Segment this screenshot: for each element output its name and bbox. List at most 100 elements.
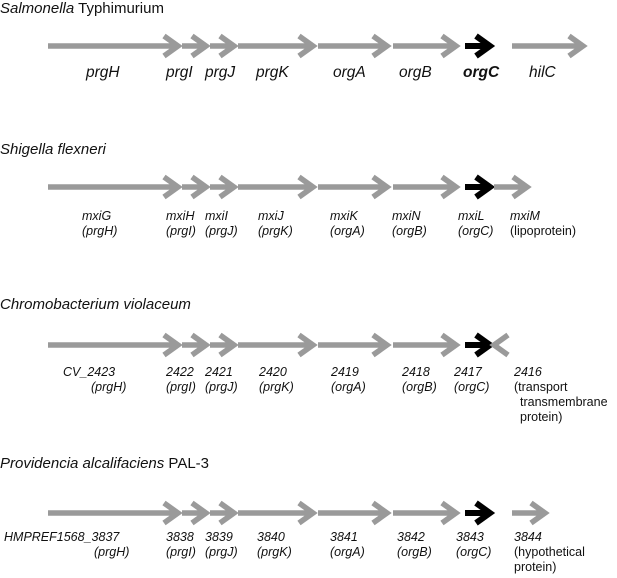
gene-label-line: (prgH) — [94, 545, 130, 559]
gene-label-line: prgK — [256, 64, 289, 81]
gene-label-line: 2416 — [514, 365, 542, 379]
gene-label-line: (prgK) — [258, 224, 293, 238]
gene-arrow-orgA — [318, 33, 392, 59]
gene-label-3839: 3839(prgJ) — [205, 530, 238, 560]
gene-arrow-mxiK — [318, 174, 392, 200]
gene-label-line: 3842 — [397, 530, 425, 544]
gene-label-line: 2422 — [166, 365, 194, 379]
gene-label-3843: 3843(orgC) — [456, 530, 491, 560]
gene-label-line: (prgJ) — [205, 224, 238, 238]
gene-label-line: 3841 — [330, 530, 358, 544]
gene-arrow-3842 — [393, 500, 461, 526]
gene-arrow-hilC — [512, 33, 588, 59]
gene-label-line: prgI — [166, 64, 193, 81]
panel-title-species: Salmonella — [0, 0, 75, 17]
gene-arrow-HMPREF1568_3837 — [48, 500, 183, 526]
gene-label-2422: 2422(prgI) — [166, 365, 196, 395]
gene-label-2421: 2421(prgJ) — [205, 365, 238, 395]
gene-label-line: (orgA) — [330, 224, 365, 238]
gene-label-line: (prgI) — [166, 224, 196, 238]
gene-arrow-2417 — [465, 332, 496, 358]
panel-title-3: Chromobacterium violaceum — [0, 296, 191, 313]
gene-label-3840: 3840(prgK) — [257, 530, 292, 560]
gene-arrow-mxiM — [494, 174, 532, 200]
gene-label-line: (prgK) — [259, 380, 294, 394]
gene-label-line: mxiJ — [258, 209, 284, 223]
gene-label-line: prgH — [86, 64, 120, 81]
gene-label-2420: 2420(prgK) — [259, 365, 294, 395]
gene-label-line: 2419 — [331, 365, 359, 379]
gene-label-prgJ: prgJ — [205, 64, 236, 81]
gene-label-orgA: orgA — [333, 64, 366, 81]
gene-label-line: (prgI) — [166, 545, 196, 559]
gene-label-mxiH: mxiH(prgI) — [166, 209, 196, 239]
gene-label-line: prgJ — [205, 64, 236, 81]
gene-label-2417: 2417(orgC) — [454, 365, 489, 395]
gene-label-3838: 3838(prgI) — [166, 530, 196, 560]
gene-label-mxiM: mxiM(lipoprotein) — [510, 209, 576, 239]
gene-label-line: (orgA) — [330, 545, 365, 559]
gene-label-line: transmembrane — [520, 395, 608, 409]
gene-arrow-prgH — [48, 33, 183, 59]
gene-label-line: mxiM — [510, 209, 540, 223]
gene-label-line: protein) — [514, 560, 557, 574]
gene-arrow-3841 — [318, 500, 392, 526]
gene-label-line: 3840 — [257, 530, 285, 544]
gene-label-prgH: prgH — [86, 64, 120, 81]
gene-label-line: (orgB) — [392, 224, 427, 238]
gene-label-line: (hypothetical — [514, 545, 585, 559]
gene-label-line: (prgK) — [257, 545, 292, 559]
gene-label-line: 2417 — [454, 365, 482, 379]
gene-arrow-orgB — [393, 33, 461, 59]
gene-label-line: 2420 — [259, 365, 287, 379]
gene-label-line: orgC — [463, 64, 500, 81]
gene-arrow-3843 — [465, 500, 496, 526]
gene-arrow-CV_2423 — [48, 332, 183, 358]
gene-label-2419: 2419(orgA) — [331, 365, 366, 395]
gene-label-mxiK: mxiK(orgA) — [330, 209, 365, 239]
gene-label-line: (orgC) — [458, 224, 494, 238]
panel-title-species: Providencia alcalifaciens — [0, 455, 165, 472]
gene-label-prgK: prgK — [256, 64, 289, 81]
gene-label-line: 2418 — [402, 365, 430, 379]
gene-label-line: (orgA) — [331, 380, 366, 394]
gene-label-line: 3839 — [205, 530, 233, 544]
gene-label-2418: 2418(orgB) — [402, 365, 437, 395]
panel-title-species: Chromobacterium violaceum — [0, 296, 191, 313]
gene-arrow-3844 — [512, 500, 550, 526]
gene-arrow-3838 — [182, 500, 211, 526]
gene-arrow-2421 — [210, 332, 239, 358]
panel-title-1: Salmonella Typhimurium — [0, 0, 164, 17]
gene-label-orgC: orgC — [463, 64, 500, 81]
gene-label-line: mxiG — [82, 209, 112, 223]
gene-arrow-2422 — [182, 332, 211, 358]
gene-arrow-mxiJ — [238, 174, 318, 200]
gene-label-CV_2423: CV_2423(prgH) — [63, 365, 126, 395]
gene-label-HMPREF1568_3837: HMPREF1568_3837(prgH) — [4, 530, 129, 560]
gene-label-3841: 3841(orgA) — [330, 530, 365, 560]
gene-label-line: mxiH — [166, 209, 195, 223]
gene-label-mxiI: mxiI(prgJ) — [205, 209, 238, 239]
gene-label-prgI: prgI — [166, 64, 193, 81]
gene-label-line: mxiN — [392, 209, 421, 223]
gene-label-orgB: orgB — [399, 64, 432, 81]
gene-arrow-prgI — [182, 33, 211, 59]
gene-label-line: HMPREF1568_3837 — [4, 530, 120, 544]
panel-title-strain: Typhimurium — [74, 0, 164, 17]
gene-arrow-mxiG — [48, 174, 183, 200]
gene-arrow-orgC — [465, 33, 496, 59]
gene-arrow-mxiN — [393, 174, 461, 200]
gene-label-line: orgB — [399, 64, 432, 81]
gene-label-mxiJ: mxiJ(prgK) — [258, 209, 293, 239]
panel-title-2: Shigella flexneri — [0, 141, 106, 158]
gene-label-line: orgA — [333, 64, 366, 81]
gene-label-line: (prgI) — [166, 380, 196, 394]
gene-label-line: (lipoprotein) — [510, 224, 577, 238]
gene-arrow-prgJ — [210, 33, 239, 59]
gene-label-line: (orgC) — [456, 545, 492, 559]
gene-label-3842: 3842(orgB) — [397, 530, 432, 560]
